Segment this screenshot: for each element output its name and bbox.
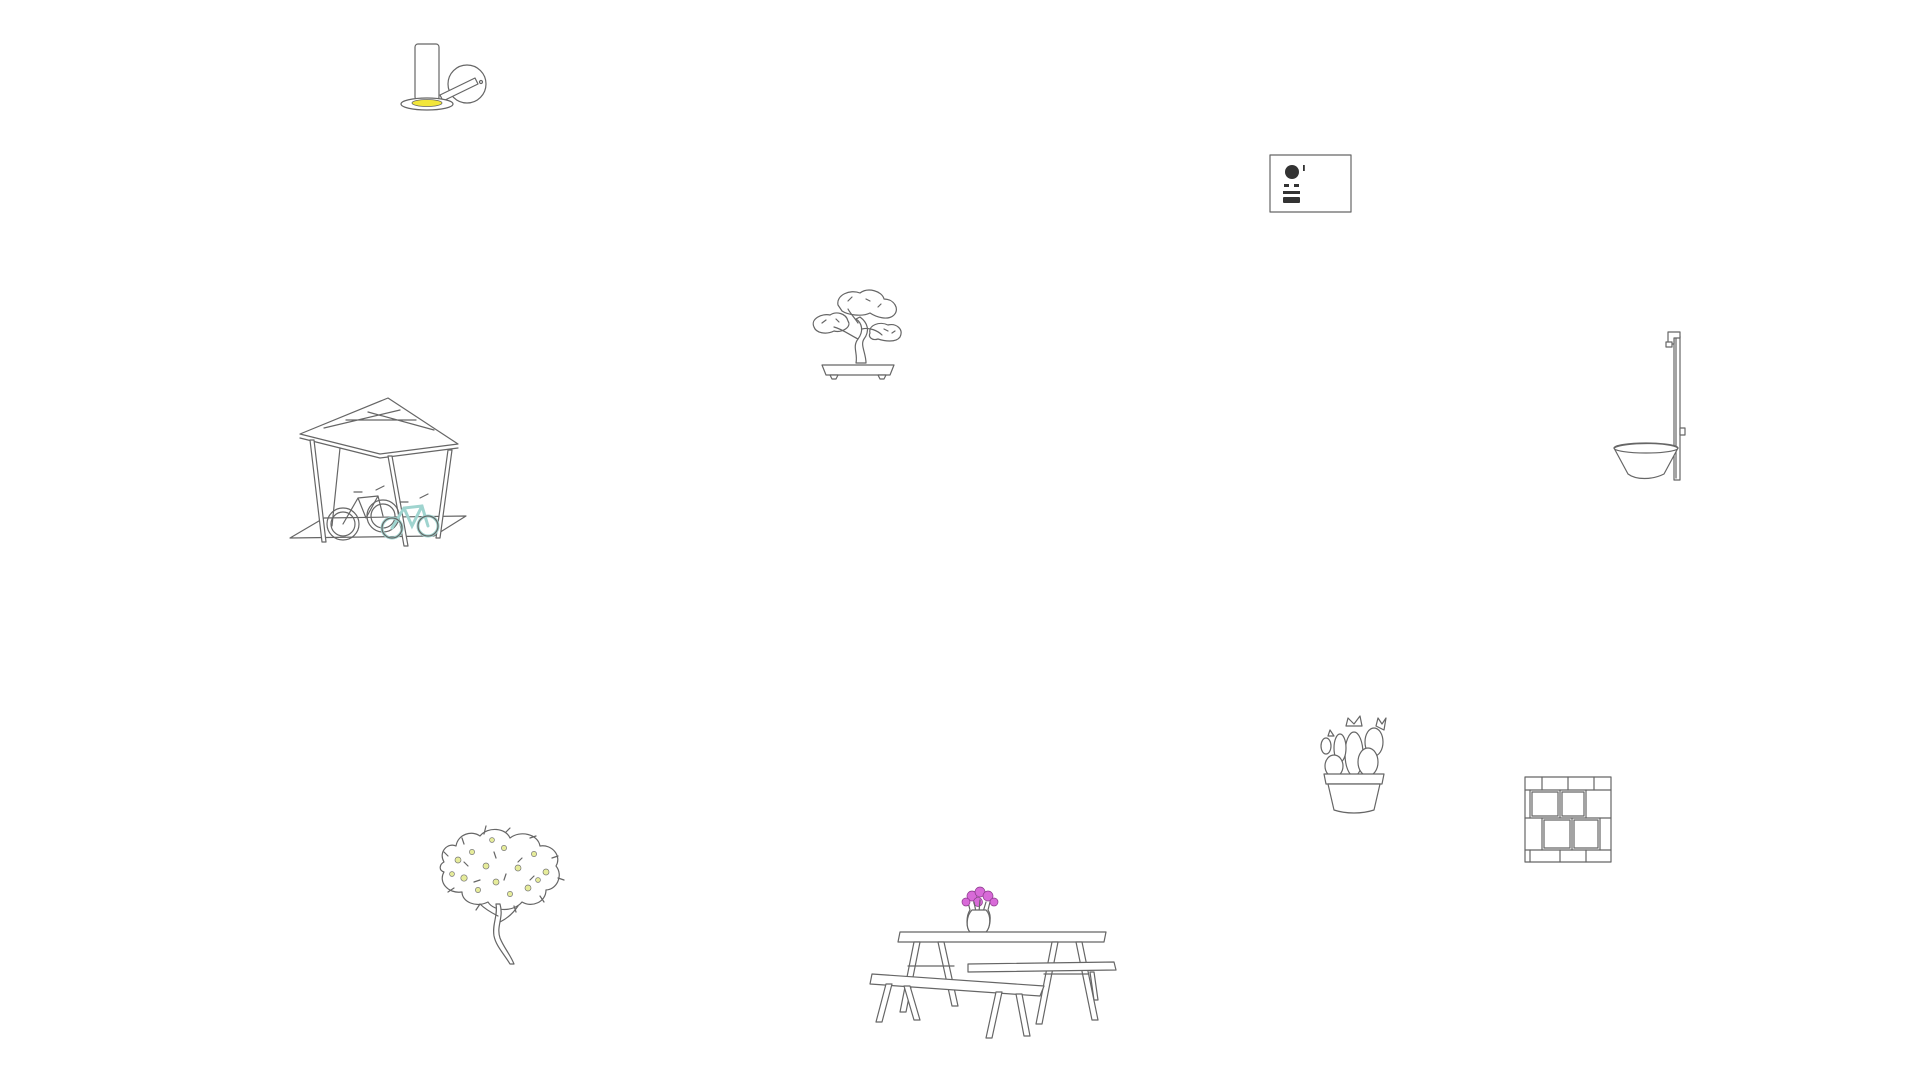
- stone-tile-wall-icon[interactable]: [1524, 776, 1614, 864]
- bonsai-tree-icon[interactable]: [808, 283, 908, 383]
- outdoor-shower-icon[interactable]: [1612, 330, 1690, 482]
- wall-light-icon[interactable]: [395, 38, 500, 118]
- potted-cactus-icon[interactable]: [1316, 712, 1392, 814]
- picnic-table-icon[interactable]: [868, 886, 1120, 1042]
- intercom-panel-icon[interactable]: [1269, 154, 1353, 215]
- flowering-tree-icon[interactable]: [434, 822, 566, 966]
- bike-shelter-icon[interactable]: [288, 397, 470, 568]
